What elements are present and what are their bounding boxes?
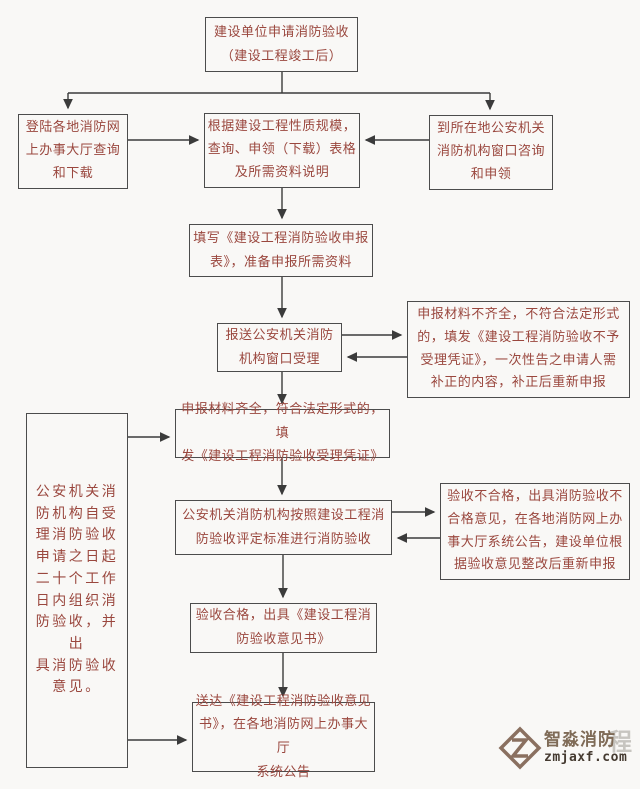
node-window-consult: 到所在地公安机关 消防机构窗口咨询 和申领 — [429, 115, 553, 190]
node-per-project: 根据建设工程性质规模， 查询、申领（下载）表格 及所需资料说明 — [204, 113, 360, 188]
node-time-limit: 公安机关消 防机构自受 理消防验收 申请之日起 二十个工作 日内组织消 防验收，… — [26, 413, 128, 768]
node-fill-form: 填写《建设工程消防验收申报 表》，准备申报所需资料 — [189, 224, 373, 277]
node-online-hall: 登陆各地消防网 上办事大厅查询 和下载 — [18, 114, 128, 189]
node-incomplete-materials: 申报材料不齐全，不符合法定形式 的，填发《建设工程消防验收不予 受理凭证》，一次… — [407, 301, 630, 398]
brand-diamond-icon — [498, 726, 542, 770]
node-inspection: 公安机关消防机构按照建设工程消 防验收评定标准进行消防验收 — [175, 500, 392, 555]
node-deliver: 送达《建设工程消防验收意见 书》，在各地消防网上办事大厅 系统公告 — [192, 694, 375, 780]
node-start: 建设单位申请消防验收 （建设工程竣工后） — [205, 17, 358, 72]
node-submit-window: 报送公安机关消防 机构窗口受理 — [217, 323, 342, 372]
node-pass-result: 验收合格，出具《建设工程消 防验收意见书》 — [190, 603, 377, 653]
watermark-faint-text: 程 — [608, 728, 632, 756]
watermark: 智淼消防 zmjaxf.com — [498, 716, 638, 780]
watermark-brand: 智淼消防 — [544, 729, 616, 750]
node-fail-result: 验收不合格，出具消防验收不 合格意见，在各地消防网上办 事大厅系统公告，建设单位… — [440, 483, 630, 580]
node-complete-materials: 申报材料齐全，符合法定形式的，填 发《建设工程消防验收受理凭证》 — [175, 402, 390, 464]
watermark-domain: zmjaxf.com — [544, 749, 628, 765]
